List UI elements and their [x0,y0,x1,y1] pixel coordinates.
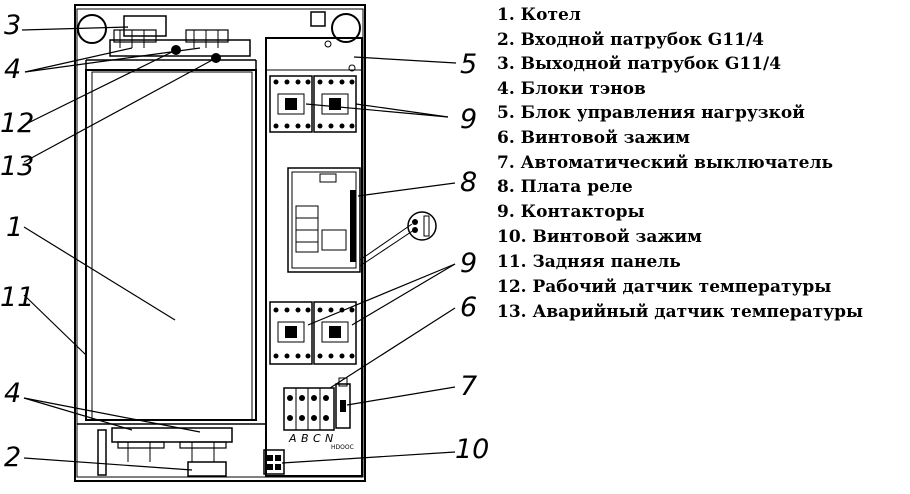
callout-1: 1 [6,212,23,243]
legend-item-7: 7. Автоматический выключатель [497,153,833,173]
breaker-label: HDOOC [331,444,354,451]
screw-clamp-bottom [263,449,285,475]
callout-12: 12 [0,108,34,139]
legend: 1. Котел 2. Входной патрубок G11/4 3. Вы… [497,5,863,322]
legend-item-5: 5. Блок управления нагрузкой [497,103,805,123]
callout-4-bottom: 4 [4,378,21,409]
legend-item-12: 12. Рабочий датчик температуры [497,277,831,297]
terminal-letter-a: A [288,432,297,445]
legend-item-10: 10. Винтовой зажим [497,227,702,247]
legend-item-9: 9. Контакторы [497,202,645,222]
callout-9-bottom: 9 [460,248,477,279]
callout-6: 6 [460,292,477,323]
callout-8: 8 [460,167,477,198]
legend-item-11: 11. Задняя панель [497,252,681,272]
terminal-letter-b: B [301,432,309,445]
inlet-pipe [187,461,227,477]
callout-10: 10 [455,434,489,465]
legend-item-4: 4. Блоки тэнов [497,79,646,99]
legend-item-3: 3. Выходной патрубок G11/4 [497,54,781,74]
leader-lines [21,26,457,471]
callout-7: 7 [460,371,477,402]
legend-item-1: 1. Котел [497,5,581,25]
callout-numbers: 3 4 12 13 1 11 4 2 5 9 8 9 6 7 10 [0,10,489,473]
callout-3: 3 [4,10,21,41]
sensor-connector [407,211,437,241]
legend-item-2: 2. Входной патрубок G11/4 [497,30,764,50]
callout-11: 11 [0,282,34,313]
heater-block-bottom [111,427,233,462]
callout-2: 2 [4,442,21,473]
outlet-pipe [123,15,167,37]
contactors-bottom [269,301,357,365]
legend-item-6: 6. Винтовой зажим [497,128,690,148]
callout-13: 13 [0,151,34,182]
legend-item-13: 13. Аварийный датчик температуры [497,302,863,322]
contactors-top [269,75,357,133]
callout-5: 5 [460,49,477,80]
legend-item-8: 8. Плата реле [497,177,633,197]
terminal-block: A B C N [283,387,335,445]
relay-board [287,167,415,273]
terminal-letter-c: C [313,432,321,445]
terminal-letter-n: N [325,432,333,445]
heater-block-top [109,29,251,57]
callout-4-top: 4 [4,54,21,85]
callout-9-top: 9 [460,104,477,135]
load-control-unit [265,37,363,477]
